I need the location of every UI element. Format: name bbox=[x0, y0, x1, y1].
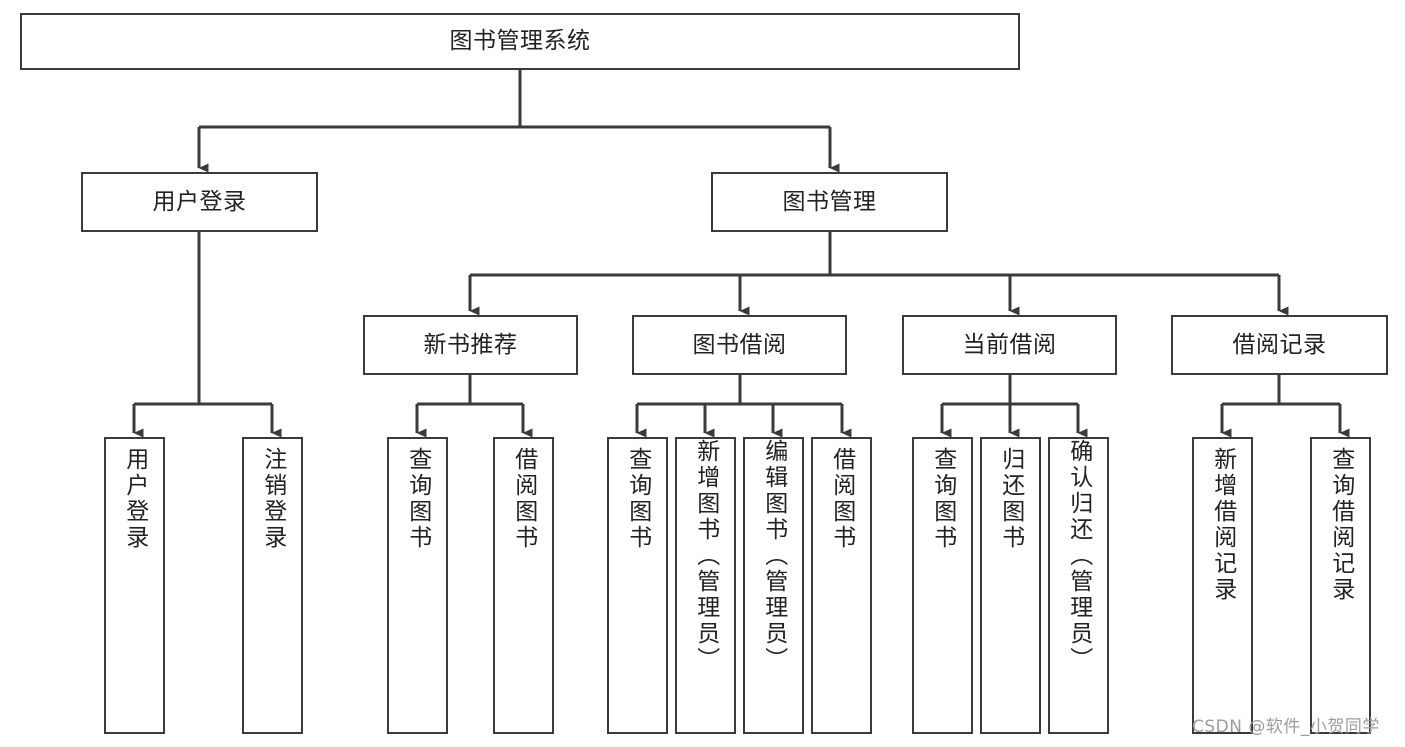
csdn-watermark: CSDN @软件_小贺同学 bbox=[1192, 717, 1380, 737]
leaf-user-login-2[interactable]: 注销登录 bbox=[242, 437, 303, 734]
leaf-book-borrow-2[interactable]: 新增图书（管理员） bbox=[675, 437, 736, 734]
leaf-user-login-1-label: 用户登录 bbox=[121, 447, 148, 551]
leaf-current-borrow-3[interactable]: 确认归还（管理员） bbox=[1048, 437, 1109, 734]
leaf-book-borrow-1[interactable]: 查询图书 bbox=[607, 437, 668, 734]
node-new-book-recommend[interactable]: 新书推荐 bbox=[363, 315, 578, 375]
leaf-new-book-2[interactable]: 借阅图书 bbox=[493, 437, 554, 734]
leaf-book-borrow-4[interactable]: 借阅图书 bbox=[811, 437, 872, 734]
leaf-borrow-records-1[interactable]: 新增借阅记录 bbox=[1192, 437, 1253, 734]
node-book-borrow[interactable]: 图书借阅 bbox=[632, 315, 847, 375]
node-borrow-records[interactable]: 借阅记录 bbox=[1171, 315, 1388, 375]
node-book-management-label: 图书管理 bbox=[782, 188, 877, 215]
node-root-label: 图书管理系统 bbox=[449, 28, 591, 55]
leaf-new-book-1[interactable]: 查询图书 bbox=[387, 437, 448, 734]
leaf-book-borrow-1-label: 查询图书 bbox=[624, 447, 651, 551]
node-user-login[interactable]: 用户登录 bbox=[81, 172, 318, 232]
leaf-user-login-2-label: 注销登录 bbox=[259, 447, 286, 551]
node-root[interactable]: 图书管理系统 bbox=[20, 13, 1020, 70]
node-current-borrow[interactable]: 当前借阅 bbox=[902, 315, 1117, 375]
leaf-current-borrow-1-label: 查询图书 bbox=[929, 447, 956, 551]
leaf-borrow-records-2-label: 查询借阅记录 bbox=[1327, 447, 1354, 603]
node-new-book-recommend-label: 新书推荐 bbox=[423, 331, 518, 358]
leaf-current-borrow-2[interactable]: 归还图书 bbox=[980, 437, 1041, 734]
leaf-new-book-2-label: 借阅图书 bbox=[510, 447, 537, 551]
node-book-management[interactable]: 图书管理 bbox=[711, 172, 948, 232]
leaf-book-borrow-3-label: 编辑图书（管理员） bbox=[760, 439, 787, 673]
leaf-new-book-1-label: 查询图书 bbox=[404, 447, 431, 551]
node-book-borrow-label: 图书借阅 bbox=[692, 331, 787, 358]
node-user-login-label: 用户登录 bbox=[152, 188, 247, 215]
leaf-current-borrow-3-label: 确认归还（管理员） bbox=[1065, 439, 1092, 673]
leaf-current-borrow-2-label: 归还图书 bbox=[997, 447, 1024, 551]
leaf-borrow-records-1-label: 新增借阅记录 bbox=[1209, 447, 1236, 603]
leaf-book-borrow-2-label: 新增图书（管理员） bbox=[692, 439, 719, 673]
leaf-user-login-1[interactable]: 用户登录 bbox=[104, 437, 165, 734]
leaf-book-borrow-3[interactable]: 编辑图书（管理员） bbox=[743, 437, 804, 734]
leaf-borrow-records-2[interactable]: 查询借阅记录 bbox=[1310, 437, 1371, 734]
node-current-borrow-label: 当前借阅 bbox=[962, 331, 1057, 358]
leaf-current-borrow-1[interactable]: 查询图书 bbox=[912, 437, 973, 734]
leaf-book-borrow-4-label: 借阅图书 bbox=[828, 447, 855, 551]
node-borrow-records-label: 借阅记录 bbox=[1232, 331, 1327, 358]
